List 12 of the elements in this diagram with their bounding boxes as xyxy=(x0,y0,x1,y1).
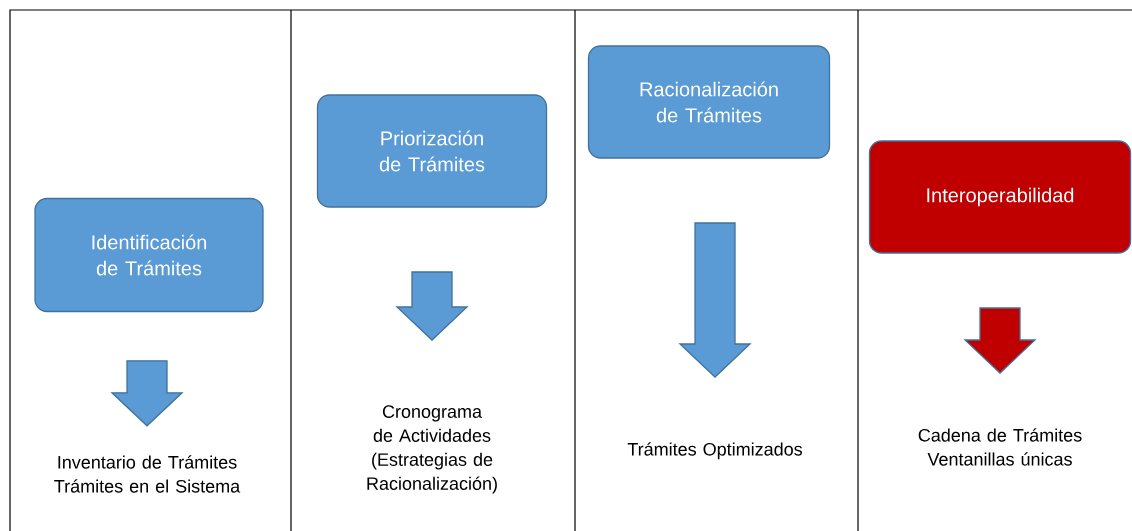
process-box: Racionalización de Trámites xyxy=(587,45,831,159)
process-box: Identificación de Trámites xyxy=(34,197,264,313)
block-arrow xyxy=(678,222,752,378)
block-arrow xyxy=(395,271,469,341)
process-box: Interoperabilidad xyxy=(868,140,1132,254)
process-box: Priorización de Trámites xyxy=(316,94,548,208)
result-text: Cadena de Trámites Ventanillas únicas xyxy=(918,428,1082,466)
block-arrow xyxy=(963,307,1037,374)
result-text: Trámites Optimizados xyxy=(627,442,803,460)
result-text: Inventario de Trámites Trámites en el Sistema xyxy=(54,455,241,493)
block-arrow xyxy=(110,360,184,427)
result-text: Cronograma de Actividades (Estrategias de Racionalización) xyxy=(367,405,497,494)
